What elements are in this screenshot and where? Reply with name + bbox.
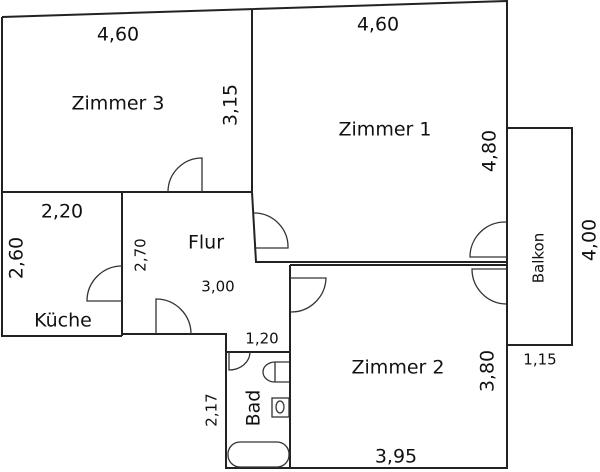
zimmer3-depth: 3,15 — [220, 84, 242, 126]
door-zimmer1-left[interactable] — [253, 212, 289, 249]
zimmer3-label: Zimmer 3 — [72, 93, 165, 115]
zimmer1-label: Zimmer 1 — [339, 119, 432, 141]
door-flur-bottom[interactable] — [155, 298, 192, 335]
kueche-depth: 2,60 — [6, 237, 28, 279]
doors — [86, 157, 507, 371]
zimmer1-width: 4,60 — [357, 14, 399, 36]
sink-icon — [271, 397, 290, 418]
flur-length: 3,00 — [201, 278, 234, 296]
toilet-icon — [262, 361, 289, 383]
outer-wall-left — [1, 17, 122, 337]
bath-fixtures — [227, 361, 290, 468]
door-zimmer2-balkon[interactable] — [471, 268, 507, 305]
zimmer1-depth: 4,80 — [479, 130, 501, 172]
door-kueche[interactable] — [86, 265, 123, 302]
outer-wall-main — [1, 0, 508, 469]
bad-depth: 2,17 — [203, 393, 221, 426]
bad-width: 1,20 — [245, 330, 278, 348]
door-zimmer2-left[interactable] — [290, 277, 327, 313]
zimmer3-width: 4,60 — [97, 24, 139, 46]
door-zimmer3[interactable] — [167, 157, 203, 193]
door-zimmer1-balkon[interactable] — [469, 221, 507, 258]
balkon-outline — [507, 127, 573, 346]
bad-label: Bad — [243, 390, 265, 427]
balkon-width: 1,15 — [523, 351, 556, 369]
balkon-length: 4,00 — [579, 219, 600, 261]
sink-basin — [275, 400, 285, 414]
wall-zimmer1-left-bottom — [251, 9, 507, 263]
door-bad[interactable] — [228, 351, 251, 371]
flur-depth: 2,70 — [132, 238, 150, 271]
kueche-width: 2,20 — [41, 201, 83, 223]
bathtub-icon — [227, 441, 290, 468]
flur-label: Flur — [188, 232, 224, 254]
zimmer2-width: 3,95 — [375, 446, 417, 468]
kueche-label: Küche — [34, 310, 92, 332]
balkon-label: Balkon — [530, 233, 548, 284]
walls — [1, 0, 573, 469]
zimmer2-label: Zimmer 2 — [352, 357, 445, 379]
zimmer2-depth: 3,80 — [477, 350, 499, 392]
